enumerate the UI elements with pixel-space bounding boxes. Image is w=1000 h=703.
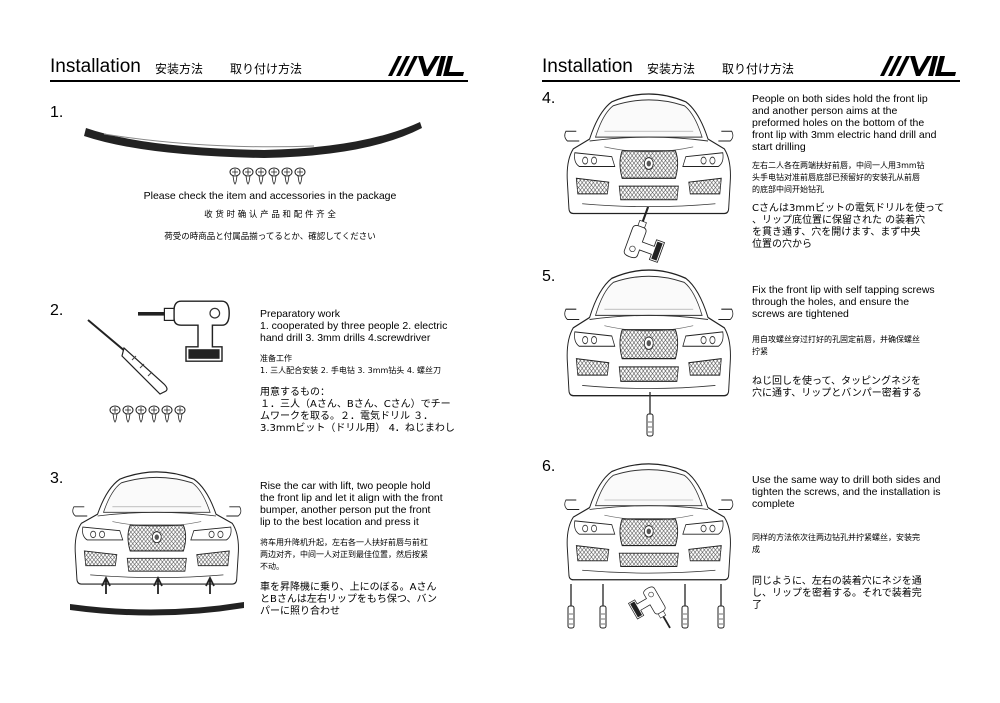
car-screwing-illustration <box>564 269 734 437</box>
step-4-text-jp: Cさんは3mmビットの電気ドリルを使って 、リップ底位置に保留された の装着穴 … <box>752 203 945 250</box>
screwdriver-icon <box>87 319 168 395</box>
step-5-text-jp: ねじ回しを使って、タッピングネジを 穴に通す、リップとバンパー密着する <box>752 376 922 399</box>
car-with-lip-illustration <box>70 471 244 616</box>
brand-logo-icon <box>880 56 956 76</box>
page-header: Installation 安装方法 取り付け方法 <box>50 52 468 82</box>
screws-icon <box>229 167 306 185</box>
step-1-text-jp: 荷受の時商品と付属品揃ってるとか、確認してください <box>164 232 376 242</box>
electric-drill-icon <box>137 300 230 362</box>
step-6-text-jp: 同じように、左右の装着穴にネジを通 し、リップを密着する。それで装着完 了 <box>752 576 922 611</box>
header-title-jp: 取り付け方法 <box>722 62 795 76</box>
step-3-text-cn: 将车用升降机升起，左右各一人扶好前唇与前杠 两边对齐，中间一人对正到最佳位置，然… <box>260 538 428 571</box>
step-5-text-cn: 用自攻螺丝穿过打好的孔固定前唇，并确保螺丝 拧紧 <box>752 335 920 356</box>
step-6-text-cn: 同样的方法依次往两边钻孔并拧紧螺丝，安装完 成 <box>752 533 920 554</box>
step-6-text-en: Use the same way to drill both sides and… <box>752 474 941 510</box>
step-5-text-en: Fix the front lip with self tapping scre… <box>752 284 935 320</box>
step-3-text-jp: 車を昇降機に乗り、上にのぼる。Aさん とBさんは左右リップをもち保つ、バン パー… <box>260 582 437 617</box>
step-2-text-en: Preparatory work 1. cooperated by three … <box>260 308 448 344</box>
header-title-cn: 安装方法 <box>155 62 204 76</box>
header-title-jp: 取り付け方法 <box>230 62 303 76</box>
step-6-number: 6. <box>542 458 556 475</box>
step-2-number: 2. <box>50 302 64 319</box>
header-title: Installation <box>542 56 633 77</box>
step-1-text-en: Please check the item and accessories in… <box>143 190 397 202</box>
step-3-text-en: Rise the car with lift, two people hold … <box>260 480 443 528</box>
screws-icon-2 <box>109 405 186 423</box>
header-title-cn: 安装方法 <box>647 62 696 76</box>
step-1-text-cn: 收 货 时 确 认 产 品 和 配 件 齐 全 <box>204 210 336 220</box>
right-page: Installation 安装方法 取り付け方法 4. People on bo… <box>492 0 992 703</box>
left-page: Installation 安装方法 取り付け方法 1. Please check… <box>50 52 468 617</box>
step-1-number: 1. <box>50 104 64 121</box>
car-complete-illustration <box>564 463 734 641</box>
step-4-text-cn: 左右二人各在两端扶好前唇，中间一人用3mm钻 头手电钻对准前唇底部已预留好的安装… <box>752 161 925 194</box>
car-drilling-illustration <box>564 93 734 267</box>
step-3-number: 3. <box>50 470 64 487</box>
step-5-number: 5. <box>542 268 556 285</box>
front-lip-illustration <box>84 122 422 158</box>
step-4-number: 4. <box>542 90 556 107</box>
step-2-text-cn: 准备工作 1. 三人配合安装 2. 手电钻 3. 3mm钻头 4. 螺丝刀 <box>260 354 442 375</box>
step-4-text-en: People on both sides hold the front lip … <box>752 93 937 153</box>
header-title: Installation <box>50 56 141 77</box>
brand-logo-icon <box>388 56 464 76</box>
step-2-text-jp: 用意するもの： １．三人（Aさん、Bさん、Cさん）でチー ムワークを取る。２．電… <box>260 387 455 434</box>
page-header-right: Installation 安装方法 取り付け方法 <box>542 52 960 82</box>
